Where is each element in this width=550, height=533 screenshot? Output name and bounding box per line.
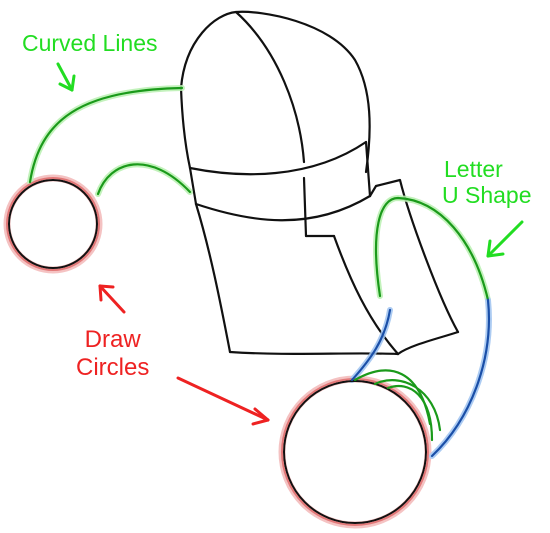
left-circle [8,179,98,269]
curved-lines [28,86,490,442]
arrow-u-shape [486,220,524,258]
arrow-curved-lines [56,62,76,92]
blue-line-right [430,298,490,458]
u-shape-label: Letter U Shape [442,156,532,209]
curved-lines-label: Curved Lines [22,30,158,56]
draw-circles-label: Draw Circles [76,326,149,381]
draw-circles-label-line1: Draw [84,326,141,353]
body-crease [332,234,400,356]
highlights [3,85,492,529]
head-left-side [179,86,192,170]
body-bottom [228,350,400,356]
head-center-line [234,10,306,164]
circles [8,179,427,524]
u-shape-inner-2 [373,379,442,432]
u-shape-inner-3 [386,385,434,442]
arrow-draw-circles-down [176,376,270,426]
band-right [364,140,372,198]
body-right [396,330,460,356]
band-center [302,176,308,238]
u-shape-outer [374,196,490,302]
band-top [188,140,368,176]
curve-upper [28,86,184,184]
bottom-circle-red [281,378,429,526]
arrow-draw-circles-up [98,284,126,314]
draw-circles-label-line2: Circles [76,353,150,381]
u-shape-label-line1: Letter [444,156,503,182]
u-highlight-outer [373,194,491,303]
left-circle-red [6,177,100,271]
u-shape-label-line2: U Shape [442,182,532,209]
body-back [368,178,460,334]
curve-lower [96,163,192,196]
bottom-circle [283,380,427,524]
head-outline [179,10,371,174]
body-left [194,202,232,354]
band-left [188,166,198,206]
band-bottom [194,194,372,222]
arrows [56,62,524,426]
blue-lines [350,298,490,458]
head-sketch [179,10,460,356]
blue-line-left [350,308,392,382]
